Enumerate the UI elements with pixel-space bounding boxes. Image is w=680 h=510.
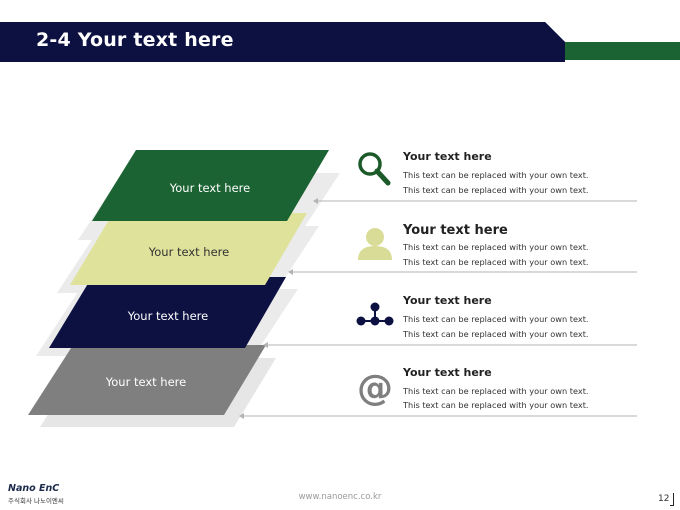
layer-2-label: Your text here bbox=[148, 245, 230, 259]
title-bar-shape bbox=[0, 22, 680, 62]
layer-3-shape bbox=[49, 277, 286, 348]
page-title: 2-4 Your text here bbox=[36, 29, 234, 51]
search-icon bbox=[358, 152, 391, 186]
layer-3-label: Your text here bbox=[127, 309, 209, 323]
layer-2-shape bbox=[70, 213, 307, 285]
page-number-bracket bbox=[670, 493, 674, 506]
network-icon bbox=[356, 302, 394, 326]
connector-arrow bbox=[263, 342, 268, 348]
layer-1-label: Your text here bbox=[169, 181, 251, 195]
company-logo: Nano EnC 주식회사 나노이엔씨 bbox=[8, 483, 64, 505]
layer-4-label: Your text here bbox=[105, 375, 187, 389]
row-1-line-2: This text can be replaced with your own … bbox=[403, 185, 589, 195]
row-4-line-1: This text can be replaced with your own … bbox=[403, 386, 589, 396]
layer-1-shape bbox=[92, 150, 329, 221]
row-3-line-2: This text can be replaced with your own … bbox=[403, 329, 589, 339]
footer-url: www.nanoenc.co.kr bbox=[298, 492, 382, 502]
row-1-line-1: This text can be replaced with your own … bbox=[403, 170, 589, 180]
row-2-title: Your text here bbox=[403, 223, 508, 238]
row-3-line-1: This text can be replaced with your own … bbox=[403, 314, 589, 324]
row-1-title: Your text here bbox=[403, 150, 492, 163]
logo-subtitle: 주식회사 나노이엔씨 bbox=[8, 497, 64, 505]
layer-4-shape bbox=[28, 345, 266, 415]
row-3-title: Your text here bbox=[403, 294, 492, 307]
connector-arrow bbox=[313, 198, 318, 204]
row-2-line-1: This text can be replaced with your own … bbox=[403, 242, 589, 252]
row-4-line-2: This text can be replaced with your own … bbox=[403, 400, 589, 410]
connector-arrow bbox=[288, 269, 293, 275]
logo-name: Nano EnC bbox=[8, 483, 60, 494]
user-icon bbox=[358, 228, 392, 260]
title-bar bbox=[0, 22, 680, 62]
svg-text:@: @ bbox=[357, 370, 393, 406]
row-4-title: Your text here bbox=[403, 366, 492, 379]
row-2-line-2: This text can be replaced with your own … bbox=[403, 257, 589, 267]
connector-arrow bbox=[239, 413, 244, 419]
at-sign-icon: @ bbox=[357, 370, 393, 406]
page-number: 12 bbox=[658, 494, 670, 504]
